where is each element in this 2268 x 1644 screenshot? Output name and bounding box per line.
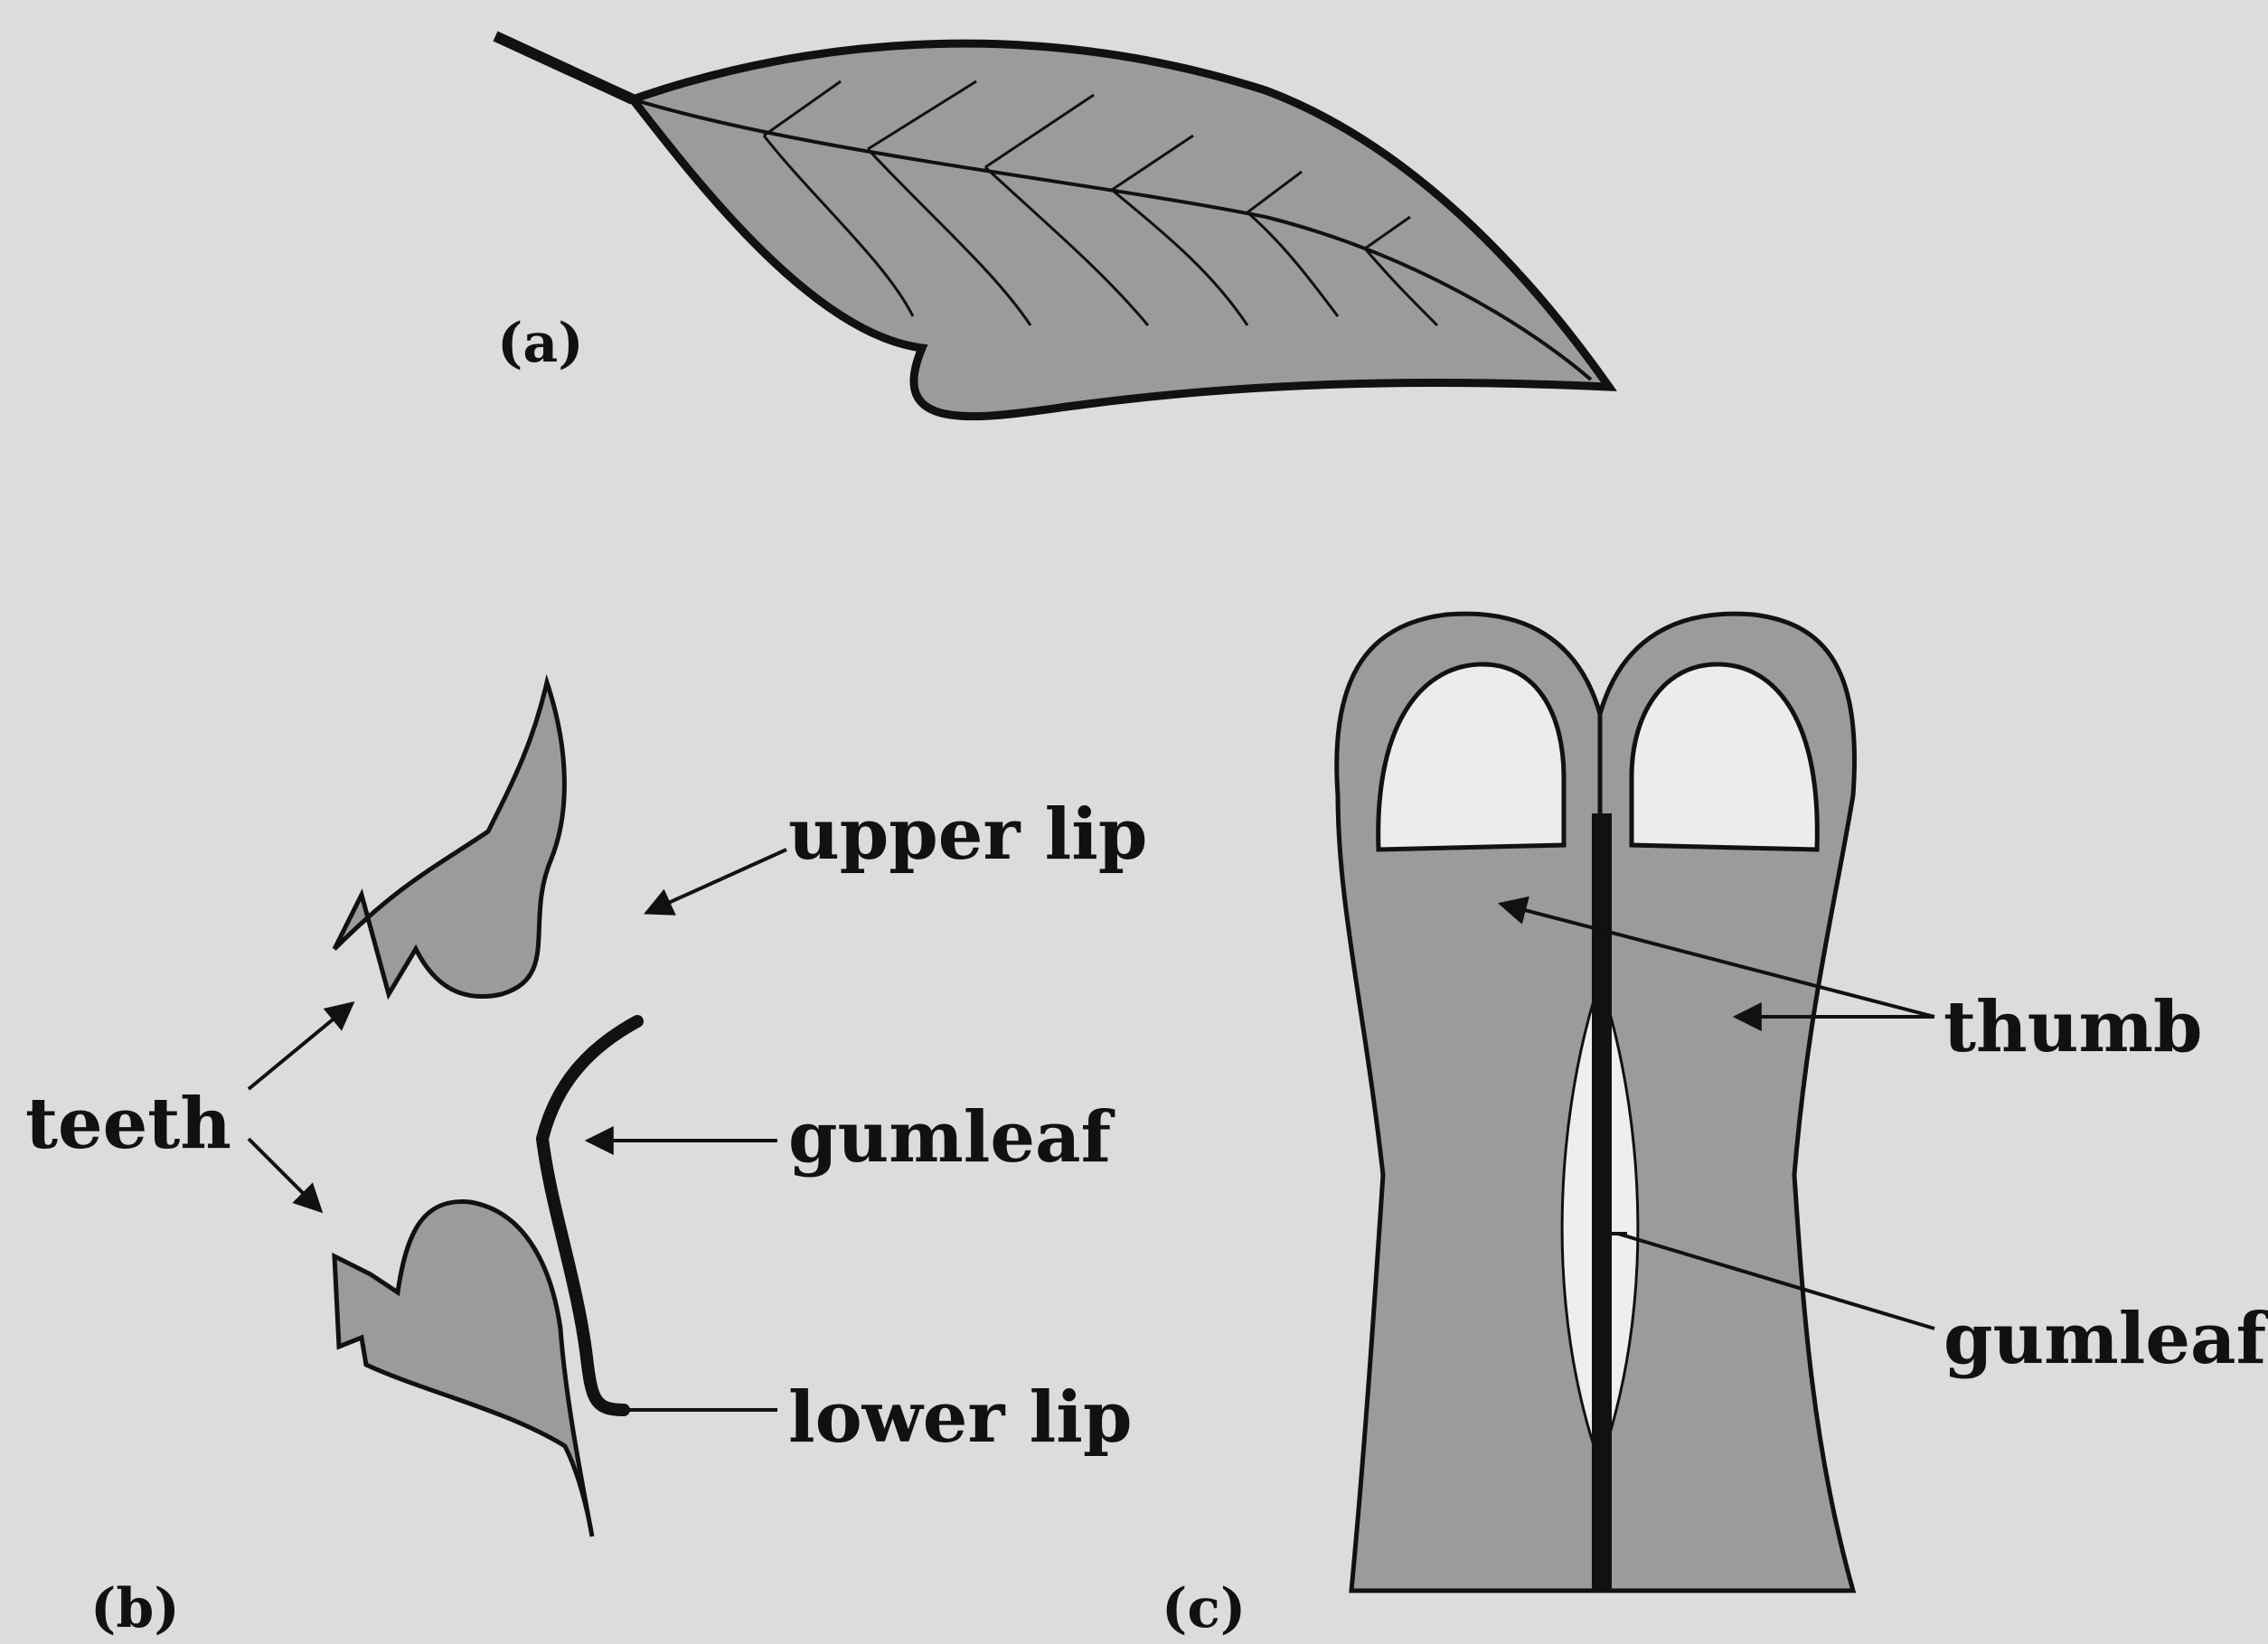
panel-label-c: (c)	[1162, 1577, 1246, 1640]
thumbs-drawing	[1337, 614, 1855, 1591]
upper-lip-arrow	[646, 850, 786, 913]
upper-lip-label: upper lip	[788, 794, 1147, 876]
mouth-drawing	[334, 682, 637, 1536]
gumleaf-label-b: gumleaf	[788, 1096, 1115, 1179]
upper-lip-shape	[334, 682, 564, 997]
teeth-arrow-lower	[249, 1139, 321, 1211]
teeth-arrow-upper	[249, 1003, 353, 1089]
leaf-blade	[633, 43, 1609, 416]
panel-label-b: (b)	[90, 1577, 180, 1640]
lower-lip-shape	[334, 1202, 592, 1536]
thumb-label: thumb	[1943, 986, 2203, 1068]
lower-lip-label: lower lip	[788, 1376, 1132, 1459]
teeth-label: teeth	[25, 1083, 231, 1165]
gumleaf-label-c: gumleaf	[1943, 1298, 2268, 1380]
leaf-drawing	[495, 36, 1609, 417]
panel-label-a: (a)	[497, 312, 584, 375]
leaf-stem	[495, 36, 633, 99]
